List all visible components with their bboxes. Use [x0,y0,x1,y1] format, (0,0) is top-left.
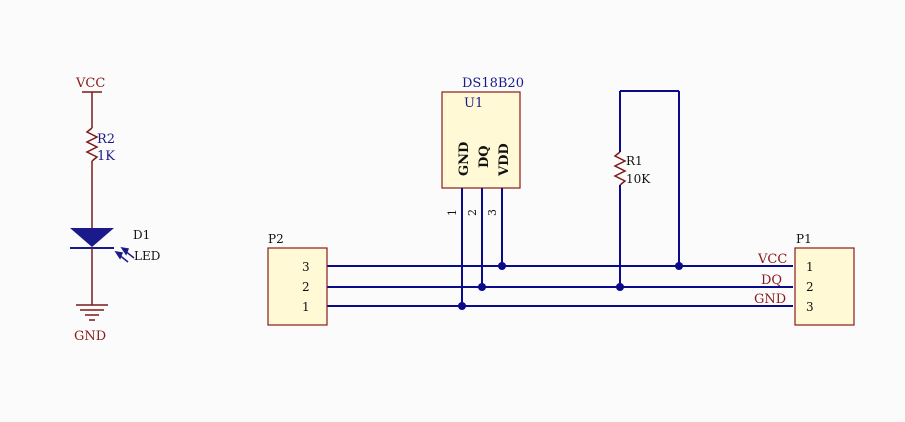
sensor-pin-number-2: 2 [466,209,479,216]
r1-pullup: R1 10K [613,90,680,287]
p1-body [794,247,855,326]
vcc-label: VCC [75,76,105,91]
ground-symbol [76,304,108,321]
led-diode-symbol [70,228,114,247]
p1-ref: P1 [796,232,812,246]
junction-r1-dq [616,283,624,291]
sensor-part-name: DS18B20 [462,76,524,91]
gnd-label: GND [74,329,106,344]
bus-wires [327,188,793,310]
junction-r1-vcc [675,262,683,270]
sensor-ref: U1 [464,96,483,111]
p2-pin-3: 3 [302,260,310,274]
sensor-body [441,91,521,189]
r2-ref: R2 [97,132,115,147]
connector-p2: P2 3 2 1 [267,232,328,326]
junction-vdd [498,262,506,270]
p2-pin-2: 2 [302,280,310,294]
p1-pin-3: 3 [806,300,814,314]
net-label-dq: DQ [761,273,782,288]
sensor-pin-name-dq: DQ [477,145,492,168]
p2-body [267,247,328,326]
d1-ref: D1 [133,228,150,242]
p2-ref: P2 [268,232,284,246]
led-circuit: VCC R2 1K D1 LED GND [70,76,160,344]
net-label-vcc: VCC [757,252,787,267]
r1-ref: R1 [626,154,643,168]
connector-p1: P1 1 2 3 VCC DQ GND [754,232,855,326]
junction-dq [478,283,486,291]
junction-gnd [458,302,466,310]
r2-resistor-symbol [85,127,99,162]
sensor-pin-name-vdd: VDD [497,143,512,177]
p2-pin-1: 1 [302,300,310,314]
p1-pin-1: 1 [806,260,814,274]
sensor-pin-number-1: 1 [446,209,459,216]
d1-value: LED [134,249,160,263]
sensor-pin-name-gnd: GND [457,142,472,176]
led-light-arrows [114,246,135,263]
sensor-pin-number-3: 3 [486,209,499,216]
r1-resistor-symbol [613,151,627,186]
p1-pin-2: 2 [806,280,814,294]
r2-value: 1K [97,149,115,164]
r1-value: 10K [626,172,651,186]
net-label-gnd: GND [754,292,786,307]
ds18b20-sensor: DS18B20 U1 GND DQ VDD 1 2 3 [441,76,524,216]
